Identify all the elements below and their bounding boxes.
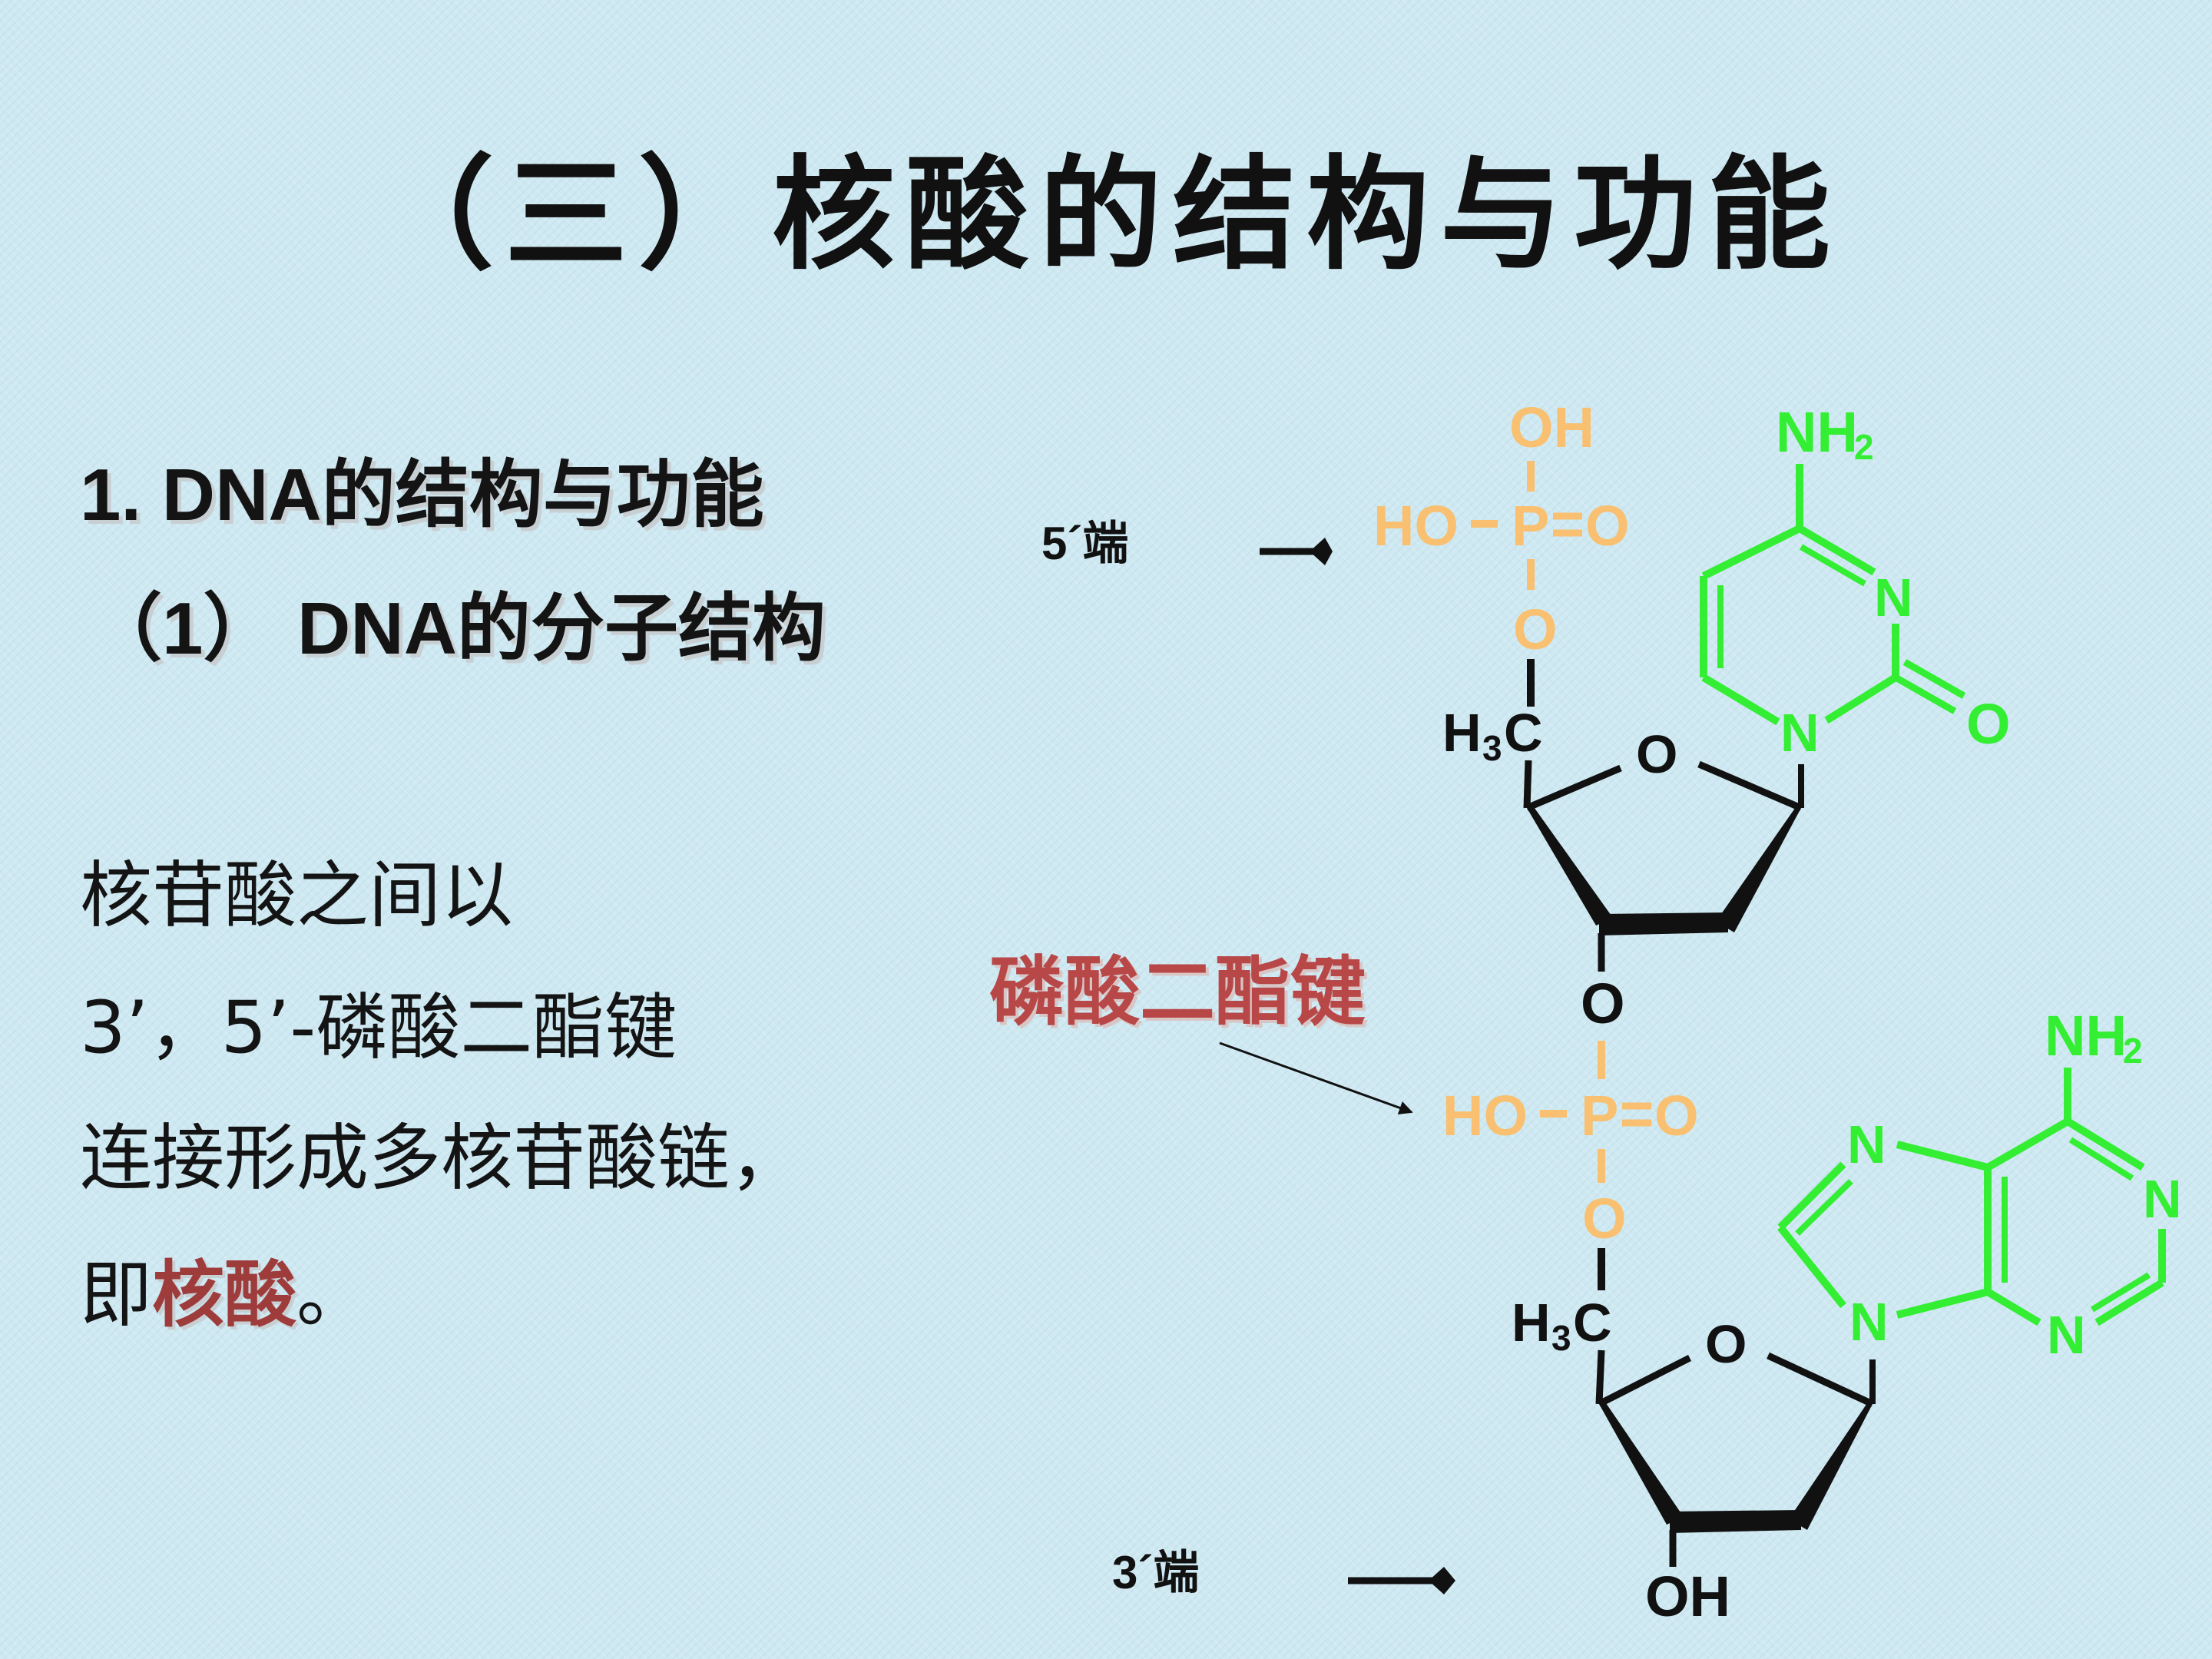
adenine-n7: N <box>1847 1114 1886 1174</box>
adenine-n9: N <box>1849 1292 1889 1352</box>
phosphate2-p: P <box>1581 1084 1618 1147</box>
adenine-n3: N <box>2047 1305 2086 1365</box>
cytosine-n1: N <box>1780 703 1820 763</box>
sugar1-3-oxygen: O <box>1581 972 1625 1035</box>
sugar1-h-sub: 3 <box>1482 728 1502 768</box>
adenine-bond-c5-c6 <box>1985 1118 2070 1171</box>
sugar2-wedge-right <box>1789 1401 1873 1530</box>
adenine-bond-c5-n7 <box>1896 1141 1989 1171</box>
adenine-bond-c6-n1 <box>2065 1118 2145 1171</box>
sugar2-3-oh: OH <box>1645 1565 1730 1628</box>
adenine-nh: NH <box>2045 1004 2127 1068</box>
cytosine-nh-sub: 2 <box>1854 427 1874 467</box>
sugar2-h-sub: 3 <box>1551 1318 1571 1358</box>
cytosine-nh: NH <box>1776 400 1858 464</box>
sugar1-c: C <box>1504 703 1543 763</box>
sugar2-ring-o-right <box>1767 1352 1874 1408</box>
paragraph-prefix: 即 <box>80 1253 153 1337</box>
adenine-bond-c2-n3-inner <box>2090 1272 2151 1313</box>
adenine-bond-n7-c8-inner <box>1795 1179 1853 1236</box>
adenine-bond-n3-c4 <box>1985 1288 2041 1326</box>
phosphate1-ho: HO <box>1373 494 1459 558</box>
sugar1-h: H <box>1442 703 1482 763</box>
sugar2-wedge-bottom <box>1670 1510 1801 1533</box>
adenine-bond-n9-c4 <box>1896 1288 1989 1319</box>
adenine-bond-n7-c8 <box>1777 1161 1846 1230</box>
cytosine-bond-c4-c5 <box>1701 525 1802 580</box>
paragraph-line-2: 3’，5’-磷酸二酯键 <box>80 986 677 1070</box>
cytosine-bond-c4-n3-inner <box>1799 544 1867 587</box>
phosphodiester-bond-label: 磷酸二酯键 <box>989 949 1366 1036</box>
phosphate2-ho: HO <box>1442 1084 1528 1147</box>
sugar1-ring-o-right <box>1697 760 1803 812</box>
adenine-n1: N <box>2143 1169 2182 1229</box>
sugar2-ring-oxygen: O <box>1705 1314 1747 1374</box>
cytosine-bond-c4-n3 <box>1797 525 1876 576</box>
section-heading: 1. DNA的结构与功能 <box>80 454 764 536</box>
sugar2-c: C <box>1573 1293 1612 1353</box>
adenine-nh-sub: 2 <box>2123 1031 2143 1071</box>
sugar1-wedge-right <box>1716 805 1801 932</box>
slide-title: （三）核酸的结构与功能 <box>370 143 1841 286</box>
sugar1-wedge-bottom <box>1599 912 1728 935</box>
phosphate1-oh: OH <box>1509 396 1594 459</box>
subsection-heading: （1） DNA的分子结构 <box>88 588 826 670</box>
sugar2-ring-o-left <box>1597 1354 1692 1408</box>
paragraph-line-1: 核苷酸之间以 <box>80 854 514 938</box>
phosphate1-o-bottom: O <box>1513 598 1558 661</box>
sugar1-wedge-left <box>1527 805 1613 926</box>
adenine-bond-c6-n1-inner <box>2068 1137 2134 1181</box>
sugar1-c-to-ring <box>1523 760 1532 809</box>
three-prime-end-label: 3´端 <box>1112 1547 1199 1598</box>
five-prime-end-label: 5´端 <box>1041 518 1128 569</box>
bond-label-pointer <box>1219 1041 1413 1114</box>
highlight-nucleic-acid: 核酸 <box>152 1253 297 1337</box>
adenine-bond-c2-n3 <box>2094 1279 2164 1326</box>
cytosine-bond-c2-n1 <box>1824 674 1898 724</box>
cytosine-bond-c6-n1 <box>1701 674 1780 726</box>
phosphate2-o-right: O <box>1654 1084 1699 1147</box>
phosphate1-o-right: O <box>1585 494 1630 558</box>
paragraph-suffix: 。 <box>296 1253 369 1337</box>
sugar2-wedge-left <box>1599 1401 1684 1525</box>
sugar1-ring-oxygen: O <box>1636 724 1677 784</box>
three-prime-arrowhead <box>1429 1567 1455 1594</box>
adenine-bond-c8-n9 <box>1777 1224 1846 1309</box>
paragraph-line-4: 即核酸。 <box>80 1237 369 1341</box>
cytosine-o: O <box>1966 692 2011 756</box>
five-prime-arrowhead <box>1310 538 1333 565</box>
paragraph-line-3: 连接形成多核苷酸链， <box>80 1117 803 1200</box>
sugar2-c-to-ring <box>1595 1349 1605 1405</box>
phosphate2-o-bottom: O <box>1582 1187 1627 1250</box>
sugar1-ring-o-left <box>1525 764 1622 812</box>
cytosine-bond-c2-o-a <box>1893 674 1957 714</box>
phosphate1-p: P <box>1512 494 1549 558</box>
cytosine-bond-c2-o-b <box>1902 659 1966 699</box>
sugar2-h: H <box>1512 1293 1551 1353</box>
cytosine-n3: N <box>1874 568 1913 628</box>
